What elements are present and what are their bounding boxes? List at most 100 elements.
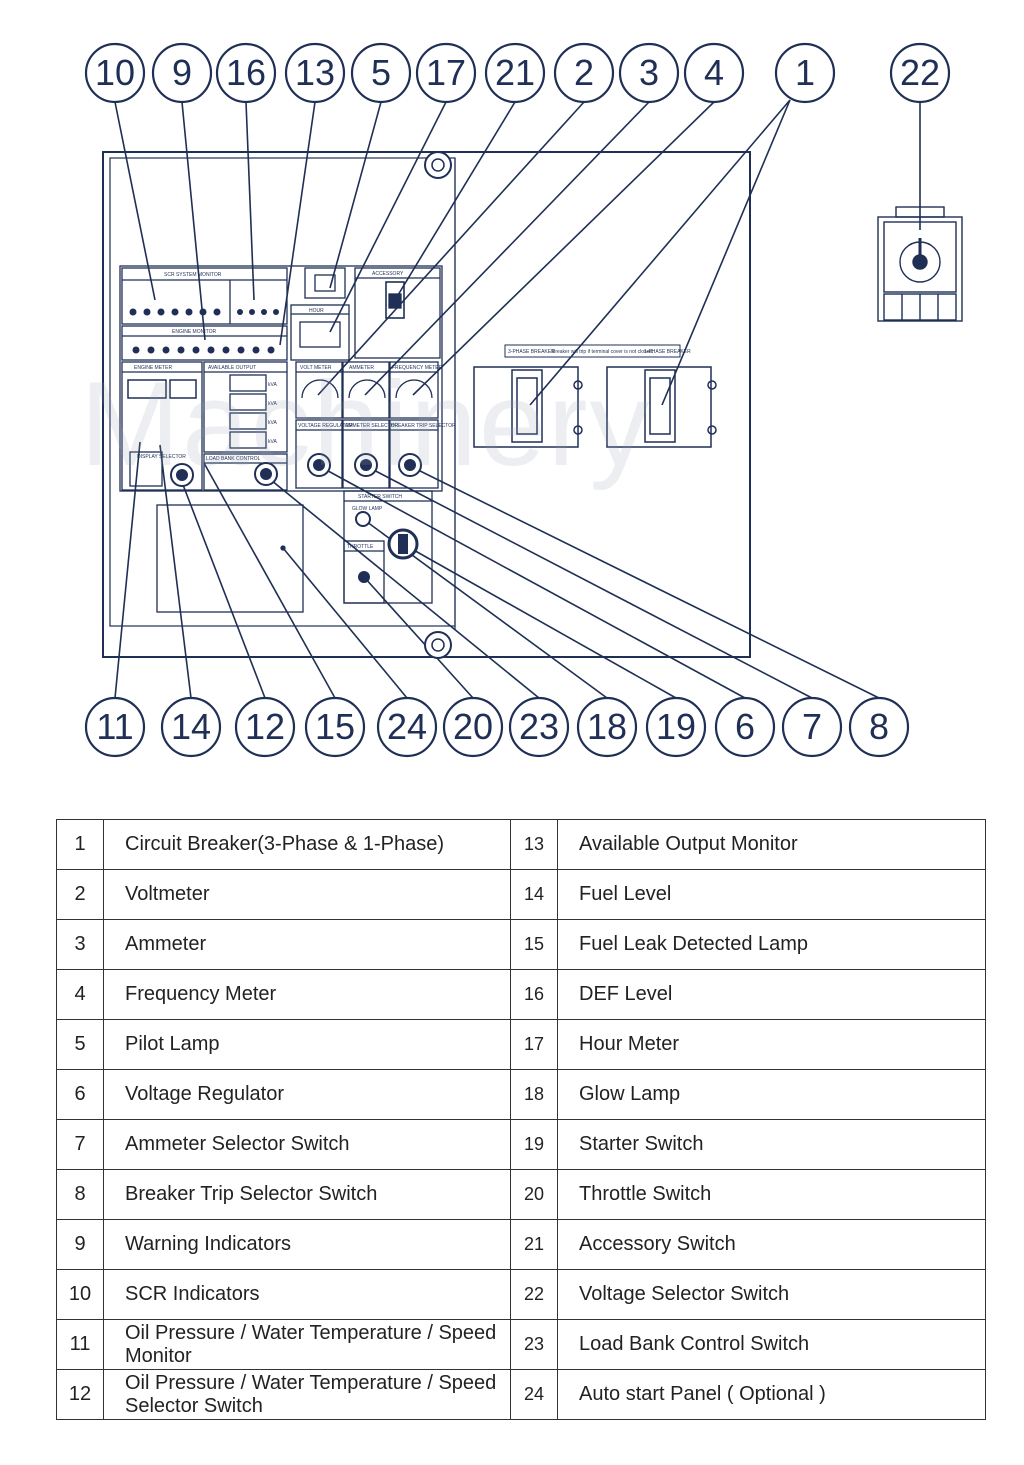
callout-bottom-2: 12 — [234, 696, 296, 758]
leader-line — [363, 576, 474, 699]
callout-number: 2 — [574, 52, 594, 93]
leader-line — [661, 99, 791, 406]
callout-number: 12 — [245, 706, 285, 747]
legend-left-description: Warning Indicators — [103, 1219, 511, 1270]
callout-bottom-7: 18 — [576, 696, 638, 758]
callout-number: 8 — [869, 706, 889, 747]
legend-left-number: 6 — [56, 1069, 104, 1120]
volt-meter-box — [295, 361, 343, 419]
svg-text:ENGINE MONITOR: ENGINE MONITOR — [172, 329, 216, 335]
svg-text:AVAILABLE OUTPUT: AVAILABLE OUTPUT — [208, 365, 256, 371]
legend-right-number: 17 — [510, 1019, 558, 1070]
svg-text:ENGINE METER: ENGINE METER — [134, 365, 172, 371]
legend-left-description: Voltage Regulator — [103, 1069, 511, 1120]
legend-right-description: DEF Level — [557, 969, 986, 1020]
legend-right-number: 19 — [510, 1119, 558, 1170]
legend-left-number: 1 — [56, 819, 104, 870]
pilot-lamp — [304, 267, 346, 299]
callout-top-6: 21 — [484, 42, 546, 104]
legend-right-description: Glow Lamp — [557, 1069, 986, 1120]
scr-system-monitor — [121, 267, 288, 325]
svg-text:DISPLAY SELECTOR: DISPLAY SELECTOR — [137, 454, 186, 460]
legend-left-number: 7 — [56, 1119, 104, 1170]
ammeter-box — [342, 361, 390, 419]
legend-right-description: Accessory Switch — [557, 1219, 986, 1270]
callout-bottom-8: 19 — [645, 696, 707, 758]
svg-text:ACCESSORY: ACCESSORY — [372, 271, 404, 277]
accessory-box — [354, 267, 441, 359]
callout-bottom-5: 20 — [442, 696, 504, 758]
callout-number: 20 — [453, 706, 493, 747]
callout-number: 24 — [387, 706, 427, 747]
legend-right-number: 13 — [510, 819, 558, 870]
leader-line — [529, 99, 791, 406]
legend-left-number: 10 — [56, 1269, 104, 1320]
legend-right-number: 22 — [510, 1269, 558, 1320]
callout-bottom-11: 8 — [848, 696, 910, 758]
legend-left-number: 3 — [56, 919, 104, 970]
leader-line — [181, 101, 206, 341]
legend-left-number: 11 — [56, 1319, 104, 1370]
callout-number: 1 — [795, 52, 815, 93]
legend-right-description: Load Bank Control Switch — [557, 1319, 986, 1370]
callout-top-10: 1 — [774, 42, 836, 104]
callout-bottom-4: 24 — [376, 696, 438, 758]
legend-left-number: 2 — [56, 869, 104, 920]
callout-number: 23 — [519, 706, 559, 747]
callout-top-11: 22 — [889, 42, 951, 104]
callout-number: 5 — [371, 52, 391, 93]
leader-line — [265, 475, 540, 699]
legend-left-description: Oil Pressure / Water Temperature / Speed… — [103, 1319, 511, 1370]
frequency-meter-box — [389, 361, 439, 419]
engine-meter-box — [121, 361, 203, 491]
callout-top-7: 2 — [553, 42, 615, 104]
leader-line — [282, 547, 408, 699]
svg-text:AMMETER: AMMETER — [349, 365, 374, 371]
voltage-selector-switch — [877, 206, 963, 322]
callout-number: 17 — [426, 52, 466, 93]
svg-text:LOAD BANK CONTROL: LOAD BANK CONTROL — [206, 456, 261, 462]
cabinet — [102, 151, 751, 659]
legend-left-number: 8 — [56, 1169, 104, 1220]
leader-line — [279, 101, 316, 346]
leader-line — [364, 101, 650, 396]
callout-top-0: 10 — [84, 42, 146, 104]
callout-number: 9 — [172, 52, 192, 93]
callout-number: 7 — [802, 706, 822, 747]
leader-line — [159, 444, 192, 699]
auto-start-panel — [156, 504, 304, 613]
legend-right-description: Fuel Level — [557, 869, 986, 920]
callout-number: 21 — [495, 52, 535, 93]
legend-left-number: 12 — [56, 1369, 104, 1420]
callout-number: 10 — [95, 52, 135, 93]
svg-text:1-PHASE BREAKER: 1-PHASE BREAKER — [644, 349, 691, 355]
svg-text:THROTTLE: THROTTLE — [347, 544, 374, 550]
leader-lines — [114, 99, 921, 699]
callout-top-8: 3 — [618, 42, 680, 104]
callout-top-2: 16 — [215, 42, 277, 104]
callout-number: 16 — [226, 52, 266, 93]
leader-line — [114, 101, 156, 301]
legend-left-description: Frequency Meter — [103, 969, 511, 1020]
leader-line — [318, 465, 746, 699]
legend-left-number: 4 — [56, 969, 104, 1020]
callout-bottom-1: 14 — [160, 696, 222, 758]
callout-bottom-3: 15 — [304, 696, 366, 758]
svg-text:kVA: kVA — [268, 439, 277, 445]
watermark: Machinery — [80, 357, 652, 491]
legend-right-number: 16 — [510, 969, 558, 1020]
callout-top-5: 17 — [415, 42, 477, 104]
legend-right-number: 14 — [510, 869, 558, 920]
svg-text:STARTER SWITCH: STARTER SWITCH — [358, 494, 402, 500]
engine-monitor-strip — [121, 325, 288, 361]
svg-text:GLOW LAMP: GLOW LAMP — [352, 506, 383, 512]
